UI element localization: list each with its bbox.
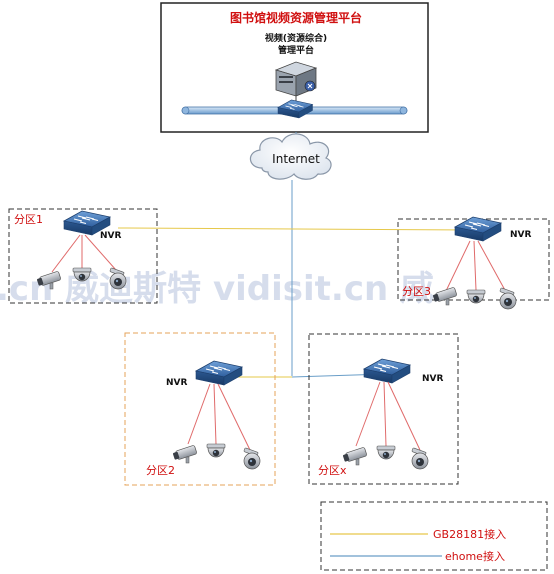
zone-2-ptz-camera-icon — [243, 447, 261, 470]
zone-x-group: 分区x NVR — [308, 333, 459, 485]
zone-1-label: 分区1 — [14, 213, 43, 226]
legend-frame — [320, 501, 548, 571]
zone-x-frame — [308, 333, 459, 485]
server-icon — [274, 61, 318, 97]
zone-3-group: 分区3 NVR — [397, 216, 550, 310]
zone-x-ptz-camera-icon — [411, 447, 429, 470]
zone-2-dome-camera-icon — [206, 443, 226, 458]
zone-3-label: 分区3 — [402, 285, 431, 298]
zone-2-bullet-camera-icon — [172, 444, 198, 464]
zone-2-group: 分区2 NVR — [124, 332, 276, 486]
zone-2-nvr-label: NVR — [166, 378, 187, 388]
trunk-top-gb-line — [117, 227, 473, 231]
zone-3-switch-icon — [454, 216, 502, 242]
zone-3-ptz-camera-icon — [499, 287, 517, 310]
legend-ehome-label: ehome接入 — [445, 550, 505, 563]
platform-panel: 图书馆视频资源管理平台 视频(资源综合) 管理平台 — [160, 2, 429, 133]
platform-subtitle-line2: 管理平台 — [278, 44, 314, 56]
zone-2-switch-icon — [195, 360, 243, 386]
platform-title: 图书馆视频资源管理平台 — [230, 10, 362, 25]
watermark-text: .cn 威迪斯特 vidisit.cn 威 — [0, 269, 434, 309]
zone-x-label: 分区x — [318, 464, 347, 477]
legend-gb-label: GB28181接入 — [433, 528, 506, 541]
internet-cloud-icon — [249, 133, 332, 180]
zone-2-label: 分区2 — [146, 464, 175, 477]
zone-3-dome-camera-icon — [466, 289, 486, 304]
zone-2-frame — [124, 332, 276, 486]
zone-1-frame — [8, 208, 158, 304]
zone-x-bullet-camera-icon — [342, 446, 368, 466]
zone-x-dome-camera-icon — [376, 445, 396, 460]
zone-x-switch-icon — [363, 358, 411, 384]
internet-label: Internet — [272, 152, 320, 166]
zone-1-group: 分区1 NVR — [8, 208, 158, 304]
zone-1-nvr-label: NVR — [100, 231, 121, 241]
zone-3-bullet-camera-icon — [432, 286, 458, 306]
platform-subtitle-line1: 视频(资源综合) — [265, 32, 327, 44]
zone-x-nvr-label: NVR — [422, 374, 443, 384]
legend-box: GB28181接入 ehome接入 — [320, 501, 548, 571]
zone-3-nvr-label: NVR — [510, 230, 531, 240]
